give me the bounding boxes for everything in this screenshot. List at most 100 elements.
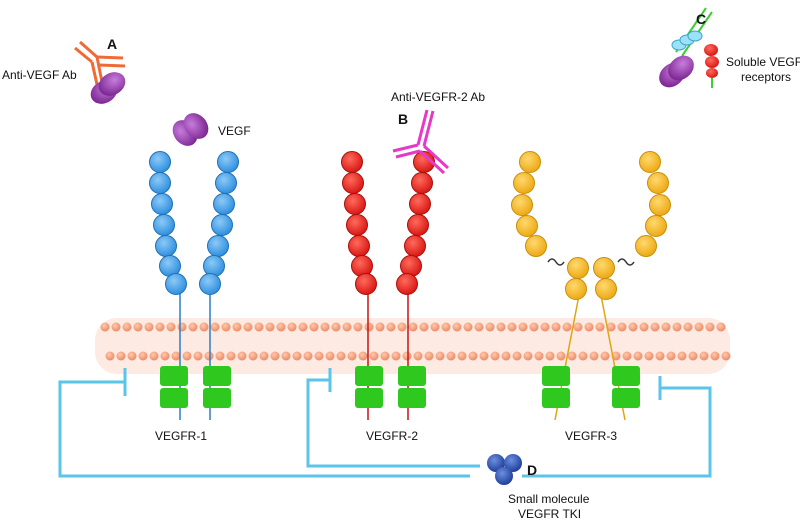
vegfr1-domain: [217, 151, 239, 173]
vegfr3-domain: [513, 172, 535, 194]
lipid-head: [254, 322, 264, 332]
lipid-head: [100, 322, 110, 332]
lipid-head: [111, 322, 121, 332]
lipid-head: [677, 351, 687, 361]
lipid-head: [419, 322, 429, 332]
lipid-head: [259, 351, 269, 361]
vegfr2-domain: [346, 214, 368, 236]
lipid-head: [149, 351, 159, 361]
vegfr2-domain: [344, 193, 366, 215]
lipid-head: [292, 351, 302, 361]
lipid-head: [501, 351, 511, 361]
lipid-head: [523, 351, 533, 361]
lipid-head: [639, 322, 649, 332]
lipid-head: [309, 322, 319, 332]
vegfr2-receptor: [341, 151, 435, 420]
marker-c-label: C: [696, 11, 706, 27]
lipid-head: [573, 322, 583, 332]
lipid-head: [138, 351, 148, 361]
lipid-head: [644, 351, 654, 361]
lipid-head: [358, 351, 368, 361]
lipid-head: [182, 351, 192, 361]
vegfr1-domain: [149, 151, 171, 173]
lipid-head: [562, 322, 572, 332]
vegfr1-label: VEGFR-1: [155, 429, 207, 443]
lipid-head: [578, 351, 588, 361]
vegfr2-domain: [407, 214, 429, 236]
lipid-head: [331, 322, 341, 332]
lipid-head: [397, 322, 407, 332]
lipid-head: [193, 351, 203, 361]
lipid-head: [122, 322, 132, 332]
lipid-head: [402, 351, 412, 361]
lipid-head: [661, 322, 671, 332]
vegf-molecule: [172, 113, 209, 146]
vegfr3-domain: [516, 215, 538, 237]
lipid-head: [287, 322, 297, 332]
lipid-head: [688, 351, 698, 361]
soluble-receptors-label-2: receptors: [741, 70, 791, 84]
lipid-head: [474, 322, 484, 332]
soluble-receptors-label-1: Soluble VEGF: [726, 55, 800, 69]
tki-molecule: [487, 454, 522, 485]
vegfr3-domain: [647, 172, 669, 194]
lipid-head: [490, 351, 500, 361]
anti-vegf-antibody: [74, 40, 126, 104]
tki-label-2: VEGFR TKI: [518, 507, 581, 521]
anti-vegfr2-antibody: [392, 109, 450, 175]
vegfr2-domain: [342, 172, 364, 194]
lipid-head: [386, 322, 396, 332]
lipid-head: [243, 322, 253, 332]
lipid-head: [160, 351, 170, 361]
vegfr2-domain: [355, 273, 377, 295]
vegfr2-domain: [411, 172, 433, 194]
vegfr3-domain: [567, 257, 589, 279]
lipid-head: [721, 351, 731, 361]
lipid-head: [116, 351, 126, 361]
lipid-head: [507, 322, 517, 332]
lipid-head: [622, 351, 632, 361]
lipid-head: [457, 351, 467, 361]
lipid-head: [529, 322, 539, 332]
marker-b-label: B: [398, 111, 408, 127]
lipid-head: [105, 351, 115, 361]
lipid-head: [413, 351, 423, 361]
lipid-head: [303, 351, 313, 361]
lipid-head: [650, 322, 660, 332]
lipid-head: [248, 351, 258, 361]
lipid-head: [617, 322, 627, 332]
lipid-head: [567, 351, 577, 361]
vegfr3-domain: [511, 194, 533, 216]
lipid-head: [666, 351, 676, 361]
lipid-head: [380, 351, 390, 361]
lipid-head: [314, 351, 324, 361]
lipid-head: [171, 351, 181, 361]
vegfr2-domain: [409, 193, 431, 215]
anti-vegfr2-ab-label: Anti-VEGFR-2 Ab: [391, 90, 485, 104]
vegfr3-domain: [593, 257, 615, 279]
vegfr2-domain: [396, 273, 418, 295]
lipid-head: [441, 322, 451, 332]
inhibition-lines: [58, 368, 712, 478]
lipid-head: [551, 322, 561, 332]
lipid-head: [435, 351, 445, 361]
lipid-head: [512, 351, 522, 361]
lipid-head: [496, 322, 506, 332]
vegfr1-domain: [215, 172, 237, 194]
lipid-head: [342, 322, 352, 332]
vegfr3-domain: [595, 278, 617, 300]
lipid-head: [408, 322, 418, 332]
vegfr3-domain: [649, 194, 671, 216]
lipid-head: [133, 322, 143, 332]
lipid-head: [633, 351, 643, 361]
lipid-head: [188, 322, 198, 332]
lipid-head: [710, 351, 720, 361]
vegfr1-receptor: [149, 151, 239, 420]
lipid-head: [628, 322, 638, 332]
vegfr1-domain: [213, 193, 235, 215]
lipid-head: [479, 351, 489, 361]
lipid-head: [595, 322, 605, 332]
lipid-head: [166, 322, 176, 332]
lipid-head: [534, 351, 544, 361]
